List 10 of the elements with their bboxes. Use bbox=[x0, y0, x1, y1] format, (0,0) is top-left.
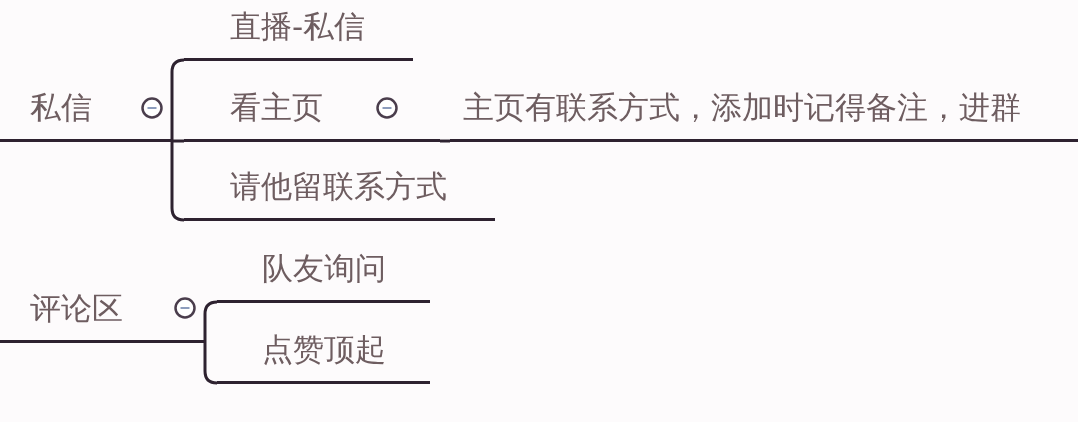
topic-label: 私信 bbox=[30, 88, 92, 127]
topic-label: 队友询问 bbox=[262, 249, 386, 288]
connector-line bbox=[440, 139, 450, 143]
topic-label: 点赞顶起 bbox=[262, 330, 386, 369]
topic-label: 请他留联系方式 bbox=[230, 167, 447, 206]
connector-line bbox=[172, 139, 184, 143]
topic-label: 看主页 bbox=[230, 88, 323, 127]
topic-label: 直播-私信 bbox=[230, 7, 366, 46]
topic-label: 评论区 bbox=[30, 289, 123, 328]
topic-label: 主页有联系方式，添加时记得备注，进群 bbox=[463, 88, 1021, 127]
